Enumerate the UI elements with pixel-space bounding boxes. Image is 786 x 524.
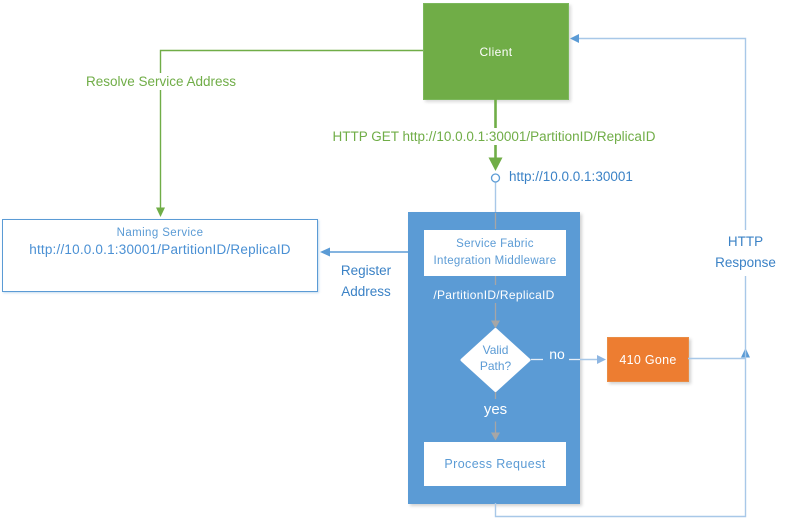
no-label: no (549, 346, 565, 362)
endpoint-connector (490, 173, 501, 212)
register-address-label: Register Address (326, 261, 406, 303)
register-connector (320, 247, 408, 257)
arrowhead-down-icon (156, 207, 165, 217)
http-get-label: HTTP GET http://10.0.0.1:30001/Partition… (310, 128, 678, 145)
middleware-title-line2: Integration Middleware (433, 255, 557, 267)
endpoint-url-label: http://10.0.0.1:30001 (506, 169, 636, 184)
middleware-title-line1: Service Fabric (456, 238, 534, 251)
middleware-title-box: Service Fabric Integration Middleware (424, 230, 566, 276)
arrowhead-left-icon (320, 247, 330, 257)
gone-out-connector (688, 348, 750, 360)
http-response-line2: Response (715, 254, 776, 270)
middleware-path-label: /PartitionID/ReplicaID (433, 288, 555, 302)
arrowhead-down-icon (488, 157, 503, 171)
decision-label-line2: Path? (479, 359, 512, 374)
register-address-line2: Address (341, 283, 391, 299)
gone-node: 410 Gone (607, 337, 689, 382)
client-node: Client (423, 3, 569, 100)
http-response-line1: HTTP (727, 234, 764, 249)
process-request-node: Process Request (424, 442, 566, 486)
register-address-line1: Register (340, 263, 392, 278)
resolve-service-address-label: Resolve Service Address (78, 73, 244, 90)
naming-service-url: http://10.0.0.1:30001/PartitionID/Replic… (29, 242, 291, 257)
gone-label: 410 Gone (619, 352, 677, 367)
decision-label: Valid Path? (461, 342, 530, 374)
http-response-label: HTTP Response (706, 230, 785, 276)
process-request-label: Process Request (444, 457, 546, 471)
endpoint-circle-icon (490, 173, 501, 183)
arrowhead-left-icon (570, 34, 579, 43)
naming-service-node: Naming Service http://10.0.0.1:30001/Par… (2, 219, 318, 292)
naming-service-title: Naming Service (116, 227, 204, 239)
arrowhead-right-icon (597, 355, 606, 364)
client-label: Client (479, 44, 513, 59)
decision-label-line1: Valid (482, 343, 509, 357)
arrowhead-up-icon (741, 348, 750, 358)
yes-label: yes (483, 401, 508, 418)
